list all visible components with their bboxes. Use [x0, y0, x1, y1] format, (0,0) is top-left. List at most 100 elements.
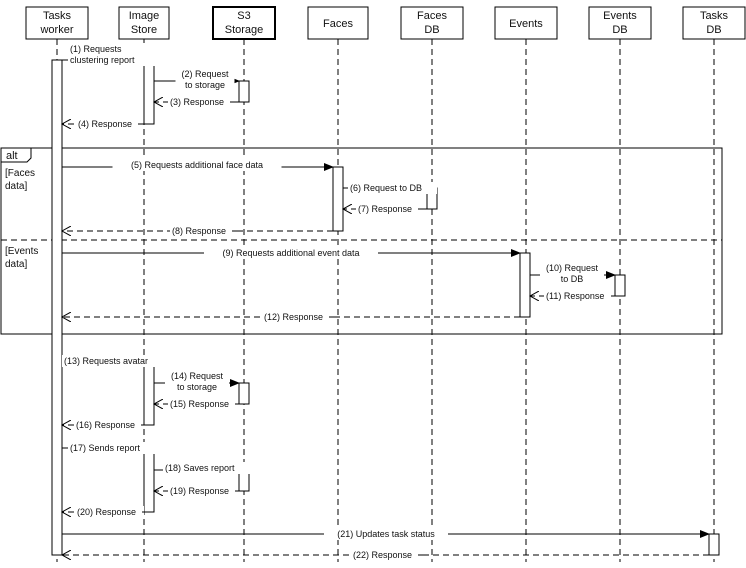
message-label-backdrop-15	[168, 398, 237, 410]
message-label-backdrop-9	[204, 247, 378, 259]
participant-tw: Tasks worker	[25, 6, 89, 40]
activation-bar-s3	[238, 382, 250, 405]
message-15: (15) Response	[154, 398, 240, 410]
message-16: (16) Response	[62, 419, 146, 431]
fragment-guard-2-line-1: [Events	[5, 246, 38, 257]
activation-bar-faces	[332, 166, 344, 232]
participant-label-is-line-2: Store	[131, 24, 157, 36]
message-label-1-line-2: clustering report	[70, 55, 135, 65]
message-8: (8) Response	[62, 225, 333, 237]
message-label-10-line-1: (10) Request	[546, 263, 599, 273]
message-label-backdrop-7	[356, 203, 420, 215]
message-label-backdrop-10	[540, 262, 604, 285]
participant-label-fdb-line-2: DB	[424, 24, 439, 36]
participant-label-tw-line-2: worker	[39, 24, 73, 36]
message-label-backdrop-6	[348, 182, 437, 194]
message-5: (5) Requests additional face data	[62, 159, 334, 171]
participant-box-tw	[25, 6, 89, 40]
message-17: (17) Sends report	[62, 442, 157, 454]
participant-box-s3	[212, 6, 276, 40]
participant-box-tdb	[682, 6, 746, 40]
message-6: (6) Request to DB	[343, 182, 437, 194]
message-label-14-line-2: to storage	[177, 382, 217, 392]
fragment-guard-2-line-2: data]	[5, 259, 27, 270]
activation-bar-is	[143, 360, 155, 426]
message-label-2-line-2: to storage	[185, 80, 225, 90]
message-label-backdrop-8	[170, 225, 234, 237]
message-13: (13) Requests avatar	[62, 355, 166, 367]
fragment-guard-1-line-2: data]	[5, 181, 27, 192]
message-21: (21) Updates task status	[62, 528, 710, 540]
activation-bar-edb	[614, 274, 626, 297]
message-label-backdrop-5	[112, 159, 282, 171]
participant-label-fdb-line-1: Faces	[417, 10, 447, 22]
message-label-21: (21) Updates task status	[337, 529, 435, 539]
message-11: (11) Response	[530, 290, 616, 302]
message-label-backdrop-3	[168, 96, 232, 108]
participant-box-edb	[588, 6, 652, 40]
activation-bar-tw	[51, 59, 63, 556]
participant-label-faces: Faces	[323, 18, 353, 30]
message-22: (22) Response	[62, 549, 709, 561]
message-label-2-line-1: (2) Request	[181, 69, 229, 79]
message-label-backdrop-22	[351, 549, 420, 561]
message-3: (3) Response	[154, 96, 239, 108]
message-label-19: (19) Response	[170, 486, 229, 496]
message-20: (20) Response	[62, 506, 147, 518]
participant-label-s3-line-2: Storage	[225, 24, 264, 36]
participant-label-tw-line-1: Tasks	[43, 10, 72, 22]
fragment-frame	[0, 147, 723, 335]
message-label-20: (20) Response	[77, 507, 136, 517]
message-label-3: (3) Response	[170, 97, 224, 107]
message-label-10-line-2: to DB	[561, 274, 584, 284]
message-label-backdrop-17	[68, 442, 157, 454]
message-19: (19) Response	[154, 485, 240, 497]
message-label-16: (16) Response	[76, 420, 135, 430]
message-label-backdrop-18	[163, 462, 252, 474]
message-label-backdrop-12	[262, 311, 331, 323]
message-label-9: (9) Requests additional event data	[222, 248, 359, 258]
fragment-operator: alt	[6, 150, 18, 162]
message-label-7: (7) Response	[358, 204, 412, 214]
participant-label-is-line-1: Image	[129, 10, 160, 22]
message-18: (18) Saves report	[154, 462, 252, 474]
message-label-backdrop-20	[75, 506, 144, 518]
participant-label-edb-line-1: Events	[603, 10, 637, 22]
message-label-11: (11) Response	[546, 291, 604, 301]
message-label-backdrop-2	[175, 68, 235, 91]
message-label-backdrop-19	[168, 485, 237, 497]
participant-box-is	[118, 6, 170, 40]
activation-bar-events	[519, 252, 531, 318]
message-label-5: (5) Requests additional face data	[131, 160, 263, 170]
participant-faces: Faces	[307, 6, 369, 40]
message-label-backdrop-14	[165, 370, 229, 393]
message-label-17: (17) Sends report	[70, 443, 141, 453]
message-label-8: (8) Response	[172, 226, 226, 236]
message-label-backdrop-16	[74, 419, 143, 431]
fragment-guard-1-line-1: [Faces	[5, 168, 35, 179]
participant-label-events: Events	[509, 18, 543, 30]
alt-fragment: alt [Faces data] [Events data]	[0, 147, 723, 335]
message-4: (4) Response	[62, 118, 144, 130]
message-7: (7) Response	[343, 203, 427, 215]
participant-label-tdb-line-2: DB	[706, 24, 721, 36]
message-label-15: (15) Response	[170, 399, 229, 409]
activation-bar-is	[143, 59, 155, 125]
participant-events: Events	[494, 6, 558, 40]
message-label-13: (13) Requests avatar	[64, 356, 148, 366]
participant-label-edb-line-2: DB	[612, 24, 627, 36]
activation-bar-tdb	[708, 533, 720, 556]
message-label-14-line-1: (14) Request	[171, 371, 224, 381]
activation-bar-s3	[238, 80, 250, 103]
message-label-6: (6) Request to DB	[350, 183, 422, 193]
